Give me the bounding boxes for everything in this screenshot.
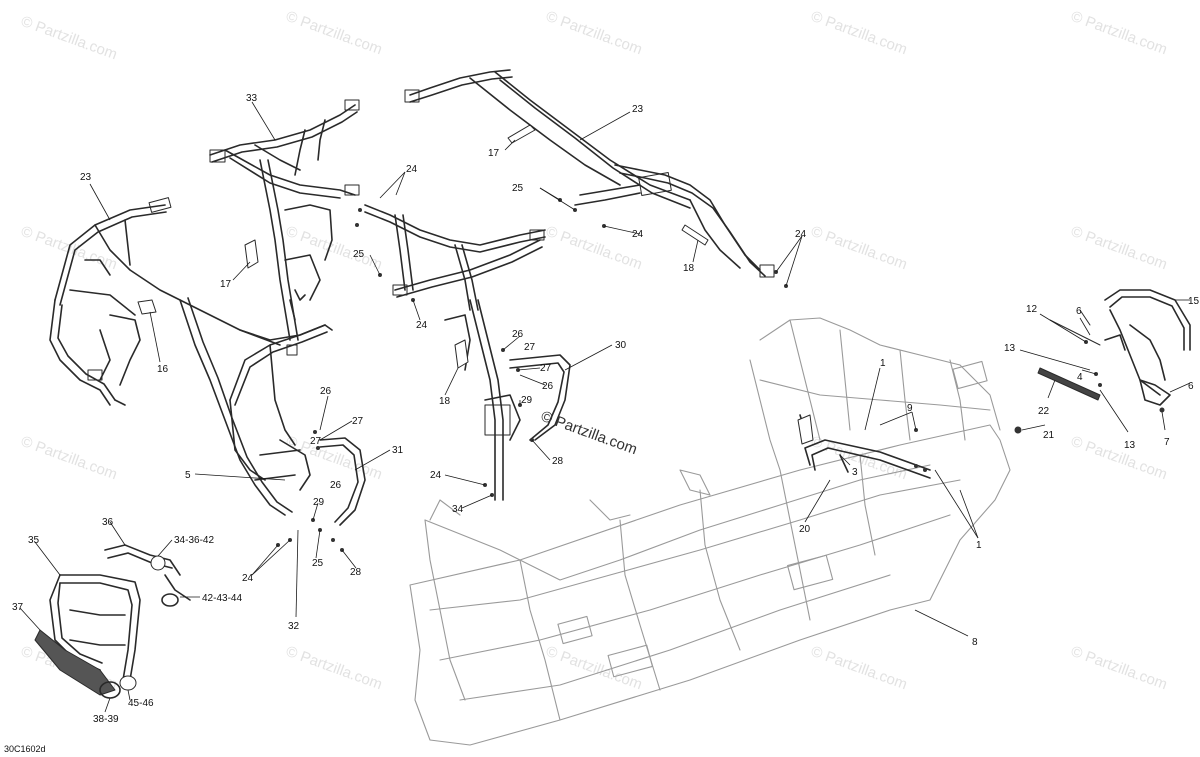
center-crossbar [364,204,546,501]
callout-21: 21 [1043,430,1055,441]
callout-18: 18 [683,263,695,274]
watermark: © Partzilla.com [284,223,385,274]
watermark-layer: © Partzilla.com © Partzilla.com © Partzi… [19,8,1170,694]
watermark: © Partzilla.com [1069,643,1170,694]
callout-5: 5 [185,470,191,481]
callout-15: 15 [1188,296,1200,307]
callout-16: 16 [157,364,169,375]
diagram-code: 30C1602d [4,744,46,754]
callout-25: 25 [312,558,324,569]
callout-35: 35 [28,535,40,546]
b-pillar-part-33 [209,99,360,341]
callout-7: 7 [1164,437,1170,448]
callout-27: 27 [524,342,536,353]
callout-26: 26 [542,381,554,392]
callout-1: 1 [880,358,886,369]
callout-24: 24 [242,573,254,584]
main-chassis-frame [409,317,1011,746]
callout-3: 3 [852,467,858,478]
watermark: © Partzilla.com [809,223,910,274]
roof-frame-part-23 [404,69,775,278]
callout-24: 24 [795,229,807,240]
callout-30: 30 [615,340,627,351]
callout-24: 24 [406,164,418,175]
callout-labels: 33 23 23 17 17 24 25 24 24 18 25 24 16 2… [12,93,1200,725]
callout-38-39: 38-39 [93,714,119,725]
watermark: © Partzilla.com [1069,8,1170,59]
callout-6: 6 [1076,306,1082,317]
watermark: © Partzilla.com [284,643,385,694]
watermark: © Partzilla.com [809,643,910,694]
callout-12: 12 [1026,304,1038,315]
callout-26: 26 [330,480,342,491]
callout-37: 37 [12,602,24,613]
callout-27: 27 [310,436,322,447]
callout-28: 28 [552,456,564,467]
callout-6: 6 [1188,381,1194,392]
callout-23: 23 [632,104,644,115]
watermark: © Partzilla.com [544,223,645,274]
callout-25: 25 [512,183,524,194]
callout-1: 1 [976,540,982,551]
watermark: © Partzilla.com [809,8,910,59]
callout-27: 27 [540,363,552,374]
left-lower-frame [179,297,333,516]
callout-27: 27 [352,416,364,427]
callout-34: 34 [452,504,464,515]
callout-29: 29 [521,395,533,406]
hardware-items [137,124,1165,552]
left-cage-part-23 [49,197,326,406]
callout-26: 26 [512,329,524,340]
callout-4: 4 [1077,372,1083,383]
callout-24: 24 [430,470,442,481]
watermark: © Partzilla.com [1069,433,1170,484]
callout-23: 23 [80,172,92,183]
callout-8: 8 [972,637,978,648]
watermark: © Partzilla.com [284,433,385,484]
callout-33: 33 [246,93,258,104]
leader-lines [19,101,1191,713]
lower-left-accessory [34,544,191,699]
callout-45-46: 45-46 [128,698,154,709]
callout-28: 28 [350,567,362,578]
watermark: © Partzilla.com [19,433,120,484]
callout-29: 29 [313,497,325,508]
rear-accessory-part-15 [1037,289,1191,406]
callout-13: 13 [1124,440,1136,451]
callout-34-36-42: 34-36-42 [174,535,214,546]
callout-22: 22 [1038,406,1050,417]
callout-17: 17 [488,148,500,159]
watermark: © Partzilla.com [284,8,385,59]
callout-24: 24 [632,229,644,240]
callout-24: 24 [416,320,428,331]
callout-31: 31 [392,445,404,456]
callout-18: 18 [439,396,451,407]
door-loops [319,354,571,526]
callout-9: 9 [907,403,913,414]
callout-25: 25 [353,249,365,260]
watermark: © Partzilla.com [544,8,645,59]
watermark: © Partzilla.com [19,13,120,64]
callout-26: 26 [320,386,332,397]
callout-13: 13 [1004,343,1016,354]
center-watermark: © Partzilla.com [539,408,640,459]
callout-20: 20 [799,524,811,535]
callout-17: 17 [220,279,232,290]
watermark: © Partzilla.com [1069,223,1170,274]
callout-42-43-44: 42-43-44 [202,593,242,604]
callout-32: 32 [288,621,300,632]
callout-36: 36 [102,517,114,528]
